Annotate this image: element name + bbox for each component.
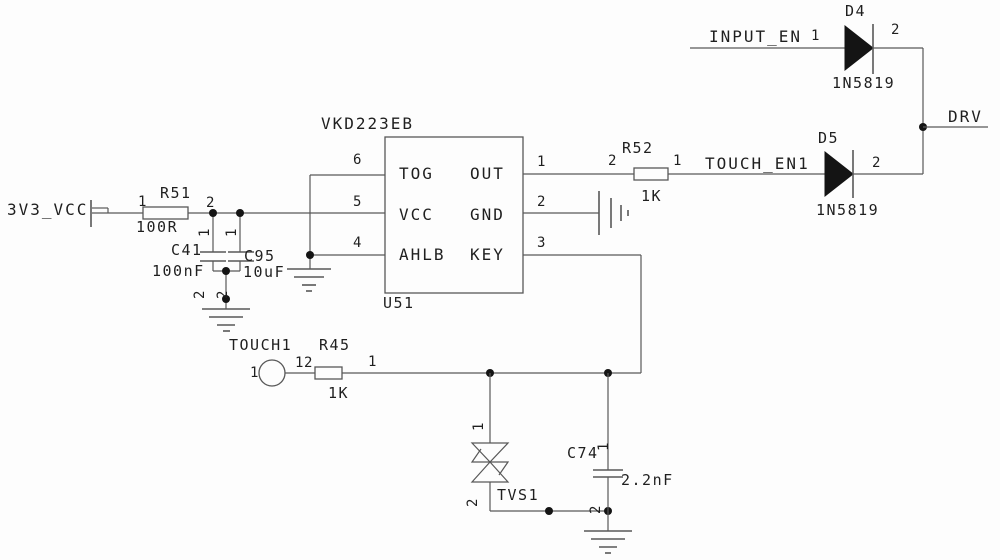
c74-refdes: C74 (567, 444, 599, 462)
u51-pin-gnd: GND (470, 205, 505, 224)
r51-value: 100R (136, 218, 179, 236)
c74-value: 2.2nF (621, 471, 674, 489)
r52-pin2-number: 2 (608, 153, 617, 169)
d4-refdes: D4 (845, 2, 867, 20)
ground-symbol-bottom (584, 530, 632, 554)
capacitor-c74 (593, 373, 623, 531)
capacitor-c95 (228, 213, 254, 271)
d4-pin2-number: 2 (891, 22, 900, 38)
d5-pin2-number: 2 (872, 155, 881, 171)
c95-value: 10uF (243, 263, 286, 281)
r51-refdes: R51 (160, 184, 192, 202)
ground-symbol-caps (202, 308, 250, 332)
power-port-3v3 (90, 200, 143, 227)
drv-net (919, 48, 988, 174)
r52-value: 1K (641, 187, 663, 205)
net-label-drv: DRV (948, 107, 983, 126)
c41-pin1-number: 1 (197, 228, 213, 237)
connector-touch1 (258, 359, 315, 387)
u51-pin-vcc: VCC (399, 205, 434, 224)
c41-refdes: C41 (171, 241, 203, 259)
c95-pin1-number: 1 (224, 228, 240, 237)
c41-pin2-number: 2 (192, 290, 208, 299)
resistor-r45 (314, 366, 641, 380)
u51-pin-out: OUT (470, 164, 505, 183)
net-label-3v3-vcc: 3V3_VCC (7, 200, 89, 219)
touch1-pin1-number: 1 (250, 365, 259, 381)
c95-pin2-number: 2 (215, 290, 231, 299)
diode-d4 (690, 24, 923, 74)
u51-pin4-number: 4 (353, 235, 362, 251)
tvs1-refdes: TVS1 (497, 486, 540, 504)
key-net (523, 254, 642, 373)
tvs-diode-tvs1 (470, 373, 608, 512)
diode-d5 (824, 150, 923, 198)
ground-symbol-ahlb (287, 268, 331, 292)
junction-dot (222, 295, 230, 303)
tvs1-pin1-number: 1 (471, 422, 487, 431)
d5-part-number: 1N5819 (816, 201, 880, 219)
u51-pin2-number: 2 (537, 194, 546, 210)
u51-part-number: VKD223EB (321, 114, 415, 133)
u51-pin-tog: TOG (399, 164, 434, 183)
junction-dot (545, 507, 553, 515)
junction-dot (209, 209, 217, 217)
ic-u51-body (384, 136, 524, 294)
u51-pin6-number: 6 (353, 152, 362, 168)
net-label-input-en: INPUT_EN (709, 27, 803, 46)
d5-refdes: D5 (818, 129, 840, 147)
c74-pin1-number: 1 (596, 442, 612, 451)
u51-refdes: U51 (383, 294, 415, 312)
ground-symbol-gnd-pin (523, 191, 629, 235)
d4-pin1-number: 1 (811, 28, 820, 44)
junction-dot (222, 267, 230, 275)
resistor-r51 (142, 206, 385, 220)
r51-pin1-number: 1 (138, 194, 147, 210)
junction-dot (236, 209, 244, 217)
capacitor-c41 (200, 213, 226, 271)
resistor-r52 (633, 167, 669, 181)
touch1-refdes: TOUCH1 (229, 336, 293, 354)
r45-refdes: R45 (319, 336, 351, 354)
u51-pin5-number: 5 (353, 194, 362, 210)
u51-pin3-number: 3 (537, 235, 546, 251)
c74-pin2-number: 2 (588, 505, 604, 514)
r51-pin2-number: 2 (206, 195, 215, 211)
u51-pin-key: KEY (470, 245, 505, 264)
r52-refdes: R52 (622, 139, 654, 157)
r45-pin1-number: 1 (368, 354, 377, 370)
c95-refdes: C95 (244, 247, 276, 265)
tvs1-pin2-number: 2 (465, 498, 481, 507)
u51-pin-ahlb: AHLB (399, 245, 446, 264)
d4-part-number: 1N5819 (832, 74, 896, 92)
r45-pin2-number: 2 (304, 355, 313, 371)
u51-pin1-number: 1 (537, 154, 546, 170)
c41-value: 100nF (152, 262, 205, 280)
out-net (523, 167, 825, 181)
net-label-touch-en1: TOUCH_EN1 (705, 154, 810, 173)
tog-ahlb-ground-net (306, 174, 385, 269)
r52-pin1-number: 1 (673, 153, 682, 169)
touch1-wire-pin-number: 1 (295, 355, 304, 371)
r45-value: 1K (328, 384, 350, 402)
